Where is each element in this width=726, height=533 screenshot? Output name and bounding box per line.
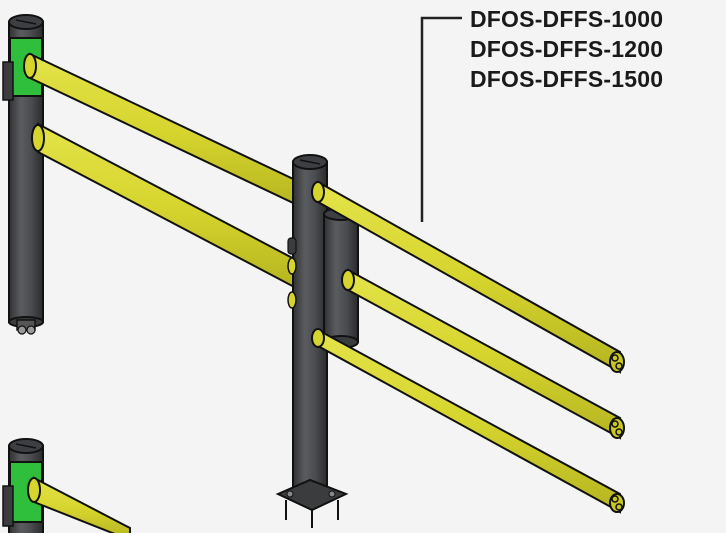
model-label-1200: DFOS-DFFS-1200	[470, 36, 664, 62]
center-post	[287, 154, 328, 493]
upper-rail	[23, 52, 309, 212]
top-rail	[311, 180, 625, 374]
middle-rail	[341, 268, 625, 440]
model-label-1500: DFOS-DFFS-1500	[470, 66, 664, 92]
base-plate	[275, 478, 349, 528]
middle-rail-back	[31, 122, 301, 292]
bottom-rail	[311, 328, 625, 514]
model-label-1000: DFOS-DFFS-1000	[470, 6, 664, 32]
callout-leader-line	[420, 16, 462, 222]
lower-left-rail	[27, 476, 131, 533]
model-callout: DFOS-DFFS-1000 DFOS-DFFS-1200 DFOS-DFFS-…	[470, 4, 663, 94]
